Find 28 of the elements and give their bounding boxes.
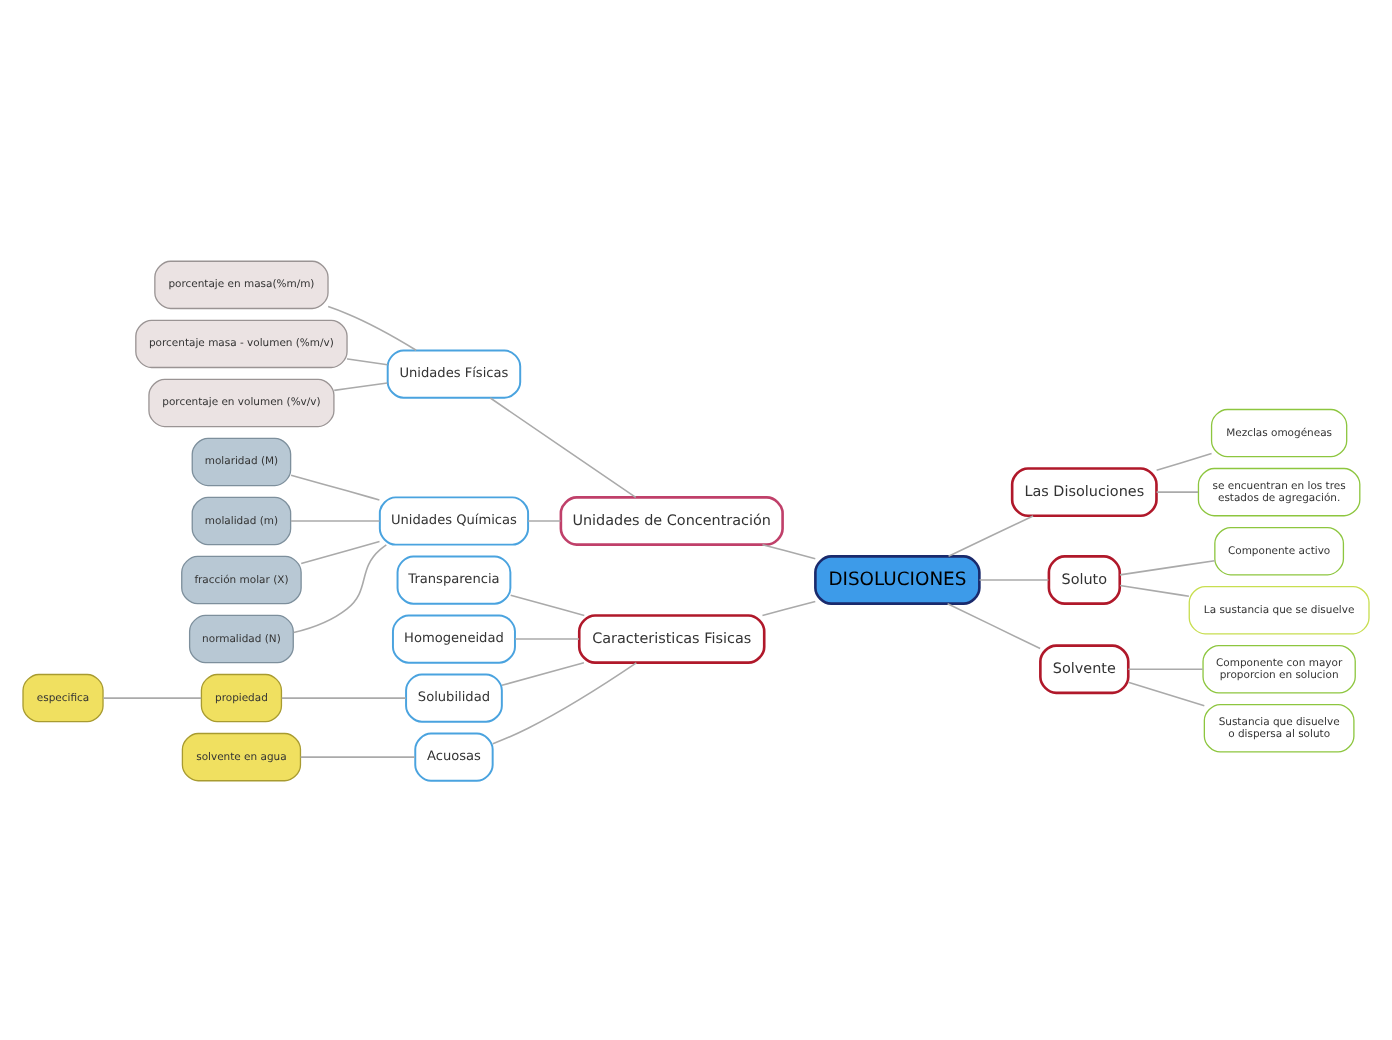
connector <box>947 514 1034 557</box>
connector <box>1127 667 1204 670</box>
connector <box>978 578 1050 580</box>
connector <box>290 473 381 500</box>
connector <box>946 601 1041 649</box>
connector <box>300 539 381 564</box>
connector <box>1127 680 1206 706</box>
connector <box>492 661 638 744</box>
connector <box>527 519 562 521</box>
connector <box>1119 558 1216 575</box>
connector <box>509 593 586 616</box>
connector <box>761 542 817 559</box>
connector <box>1119 583 1190 597</box>
connector <box>489 396 637 498</box>
connector <box>501 661 585 686</box>
connector <box>1155 490 1199 492</box>
connector <box>761 599 817 616</box>
connector <box>333 381 389 391</box>
connector <box>327 304 417 350</box>
connector <box>280 696 407 698</box>
connector <box>514 637 580 639</box>
connector <box>1155 451 1213 471</box>
connector <box>299 755 416 757</box>
connector <box>292 543 388 633</box>
connector <box>290 519 381 521</box>
node-box: DISOLUCIONES <box>814 554 981 604</box>
connector <box>346 357 389 365</box>
connector <box>102 696 202 698</box>
